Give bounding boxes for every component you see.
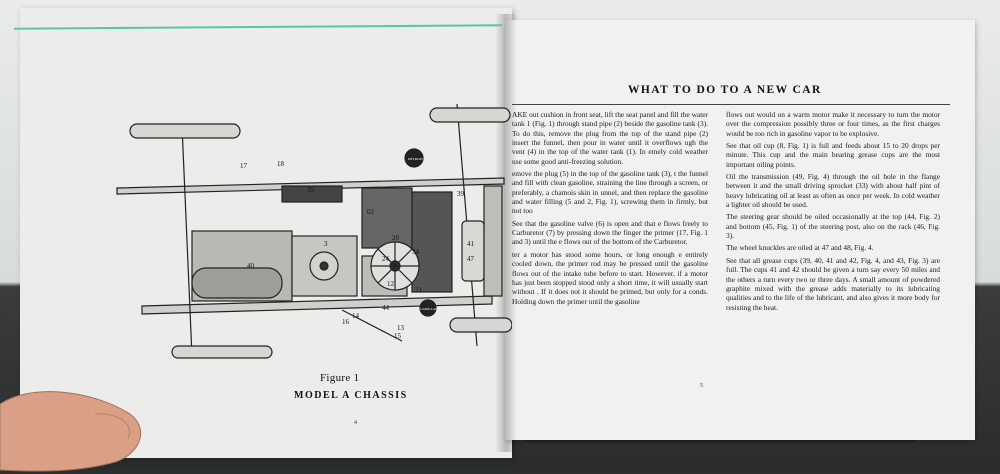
callout: 47: [467, 255, 475, 263]
badge-text: CADILLAC: [420, 307, 438, 311]
paragraph: The steering gear should be oiled occasi…: [726, 212, 940, 241]
callout: 35: [307, 186, 315, 194]
figure-title: MODEL A CHASSIS: [294, 390, 408, 401]
text-column-left: AKE out cushion in front seat, lift the …: [512, 110, 708, 309]
callout: 16: [342, 318, 350, 326]
callout: 17: [240, 162, 248, 170]
paragraph: emove the plug (5) in the top of the gas…: [512, 169, 708, 216]
page-number-right: 5: [700, 383, 703, 389]
badge-text: DETROIT: [408, 157, 424, 161]
callout: 21: [415, 286, 423, 294]
paragraph: AKE out cushion in front seat, lift the …: [512, 110, 708, 166]
paragraph: See that oil cup (8, Fig. 1) is full and…: [726, 141, 940, 169]
callout: 14: [352, 312, 360, 320]
paragraph: Oil the transmission (49, Fig. 4) throug…: [726, 172, 940, 210]
callout: 44: [382, 304, 390, 312]
callout: 39: [457, 190, 465, 198]
callout: 12: [387, 280, 395, 288]
heading-rule: [512, 104, 950, 105]
page-number-left: 4: [354, 420, 357, 426]
text-column-right: flows out would on a warm motor make it …: [726, 110, 940, 315]
callout: 34: [412, 248, 420, 256]
callout: 3: [324, 240, 328, 248]
callout: 18: [277, 160, 285, 168]
page-heading: WHAT TO DO TO A NEW CAR: [628, 84, 822, 96]
right-page: [505, 20, 975, 440]
book-gutter: [495, 14, 517, 452]
paragraph: ter a motor has stood some hours, or lon…: [512, 249, 708, 306]
callout: 02: [367, 208, 375, 216]
paragraph: See that all grease cups (39, 40, 41 and…: [726, 255, 940, 312]
callout: 40: [247, 262, 255, 270]
paragraph: flows out would on a warm motor make it …: [726, 110, 940, 138]
paragraph: See that the gasoline valve (6) is open …: [512, 218, 708, 247]
paragraph: The wheel knuckles are oiled at 47 and 4…: [726, 243, 874, 253]
thumb: [0, 391, 142, 472]
callout: 13: [397, 324, 405, 332]
figure-caption: Figure 1: [320, 372, 360, 384]
callout: 20: [392, 234, 400, 242]
callout: 15: [394, 332, 402, 340]
chassis-illustration: 17 18 35 02 20 3 24 12 34 40 41 47 14 16…: [116, 103, 512, 359]
callout: 41: [467, 240, 475, 248]
callout: 24: [382, 255, 390, 263]
